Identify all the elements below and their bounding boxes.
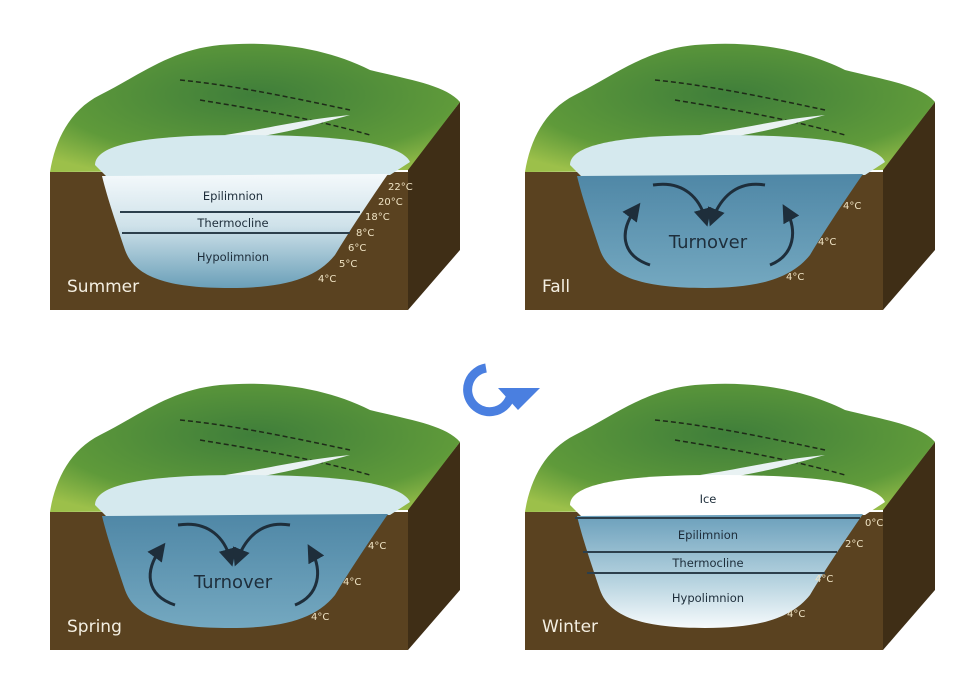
lake-surface — [570, 475, 885, 518]
layer-label-thermocline: Thermocline — [671, 556, 743, 570]
circulation-arrow — [177, 522, 237, 567]
ridge-lines — [654, 419, 846, 476]
layer-label-ice: Ice — [700, 492, 717, 506]
temp-label: 4°C — [343, 577, 361, 588]
soil-side-face — [883, 442, 935, 650]
temp-label: 0°C — [865, 518, 883, 529]
layer-label-epilimnion: Epilimnion — [678, 528, 738, 542]
circulation-arrow — [622, 202, 651, 267]
circulation-arrow — [707, 182, 766, 227]
temp-label: 4°C — [815, 574, 833, 585]
lake-basin — [102, 174, 388, 288]
temp-label: 5°C — [339, 259, 357, 270]
temp-label: 4°C — [318, 274, 336, 285]
layer-label-hypolimnion: Hypolimnion — [197, 250, 269, 264]
turnover-label: Turnover — [668, 232, 748, 253]
panel-fall: Turnover 4°C 4°C 4°C Fall — [525, 40, 945, 320]
circulation-arrow — [294, 544, 325, 607]
soil-side-face — [408, 102, 460, 310]
circulation-arrow — [652, 182, 712, 227]
soil-side-face — [883, 102, 935, 310]
circulation-arrow — [147, 542, 176, 607]
temp-label: 22°C — [388, 182, 413, 193]
temp-label: 8°C — [356, 228, 374, 239]
temp-label: 4°C — [311, 612, 329, 623]
lake-surface — [95, 135, 410, 178]
season-label-summer: Summer — [67, 277, 139, 297]
lake-surface — [95, 475, 410, 518]
circulation-arrow — [769, 204, 800, 267]
lake-surface — [570, 135, 885, 178]
layer-label-epilimnion: Epilimnion — [203, 189, 263, 203]
season-label-winter: Winter — [542, 617, 598, 637]
temp-label: 6°C — [348, 243, 366, 254]
layer-label-hypolimnion: Hypolimnion — [672, 591, 744, 605]
temp-label: 2°C — [845, 539, 863, 550]
stream — [225, 455, 350, 478]
stream — [700, 115, 825, 138]
temp-label: 20°C — [378, 197, 403, 208]
temp-label: 4°C — [787, 609, 805, 620]
lake-basin — [577, 174, 863, 288]
stream — [700, 455, 825, 478]
season-label-spring: Spring — [67, 617, 122, 637]
stream — [225, 115, 350, 138]
temp-label: 4°C — [368, 541, 386, 552]
lake-basin — [102, 514, 388, 628]
temp-label: 4°C — [843, 201, 861, 212]
circulation-arrow — [232, 522, 291, 567]
panel-winter: Ice Epilimnion Thermocline Hypolimnion 0… — [525, 380, 945, 660]
temp-label: 4°C — [818, 237, 836, 248]
ridge-lines — [179, 79, 371, 136]
panel-summer: Epilimnion Thermocline Hypolimnion 22°C … — [50, 40, 470, 320]
soil-side-face — [408, 442, 460, 650]
panel-spring: Turnover 4°C 4°C 4°C Spring — [50, 380, 470, 660]
ridge-lines — [179, 419, 371, 476]
temp-label: 4°C — [786, 272, 804, 283]
ridge-lines — [654, 79, 846, 136]
temp-label: 18°C — [365, 212, 390, 223]
lake-basin — [577, 514, 863, 628]
layer-label-thermocline: Thermocline — [196, 216, 268, 230]
season-label-fall: Fall — [542, 277, 570, 297]
turnover-label: Turnover — [193, 572, 273, 593]
clockwise-cycle-arrow-icon — [463, 363, 540, 417]
